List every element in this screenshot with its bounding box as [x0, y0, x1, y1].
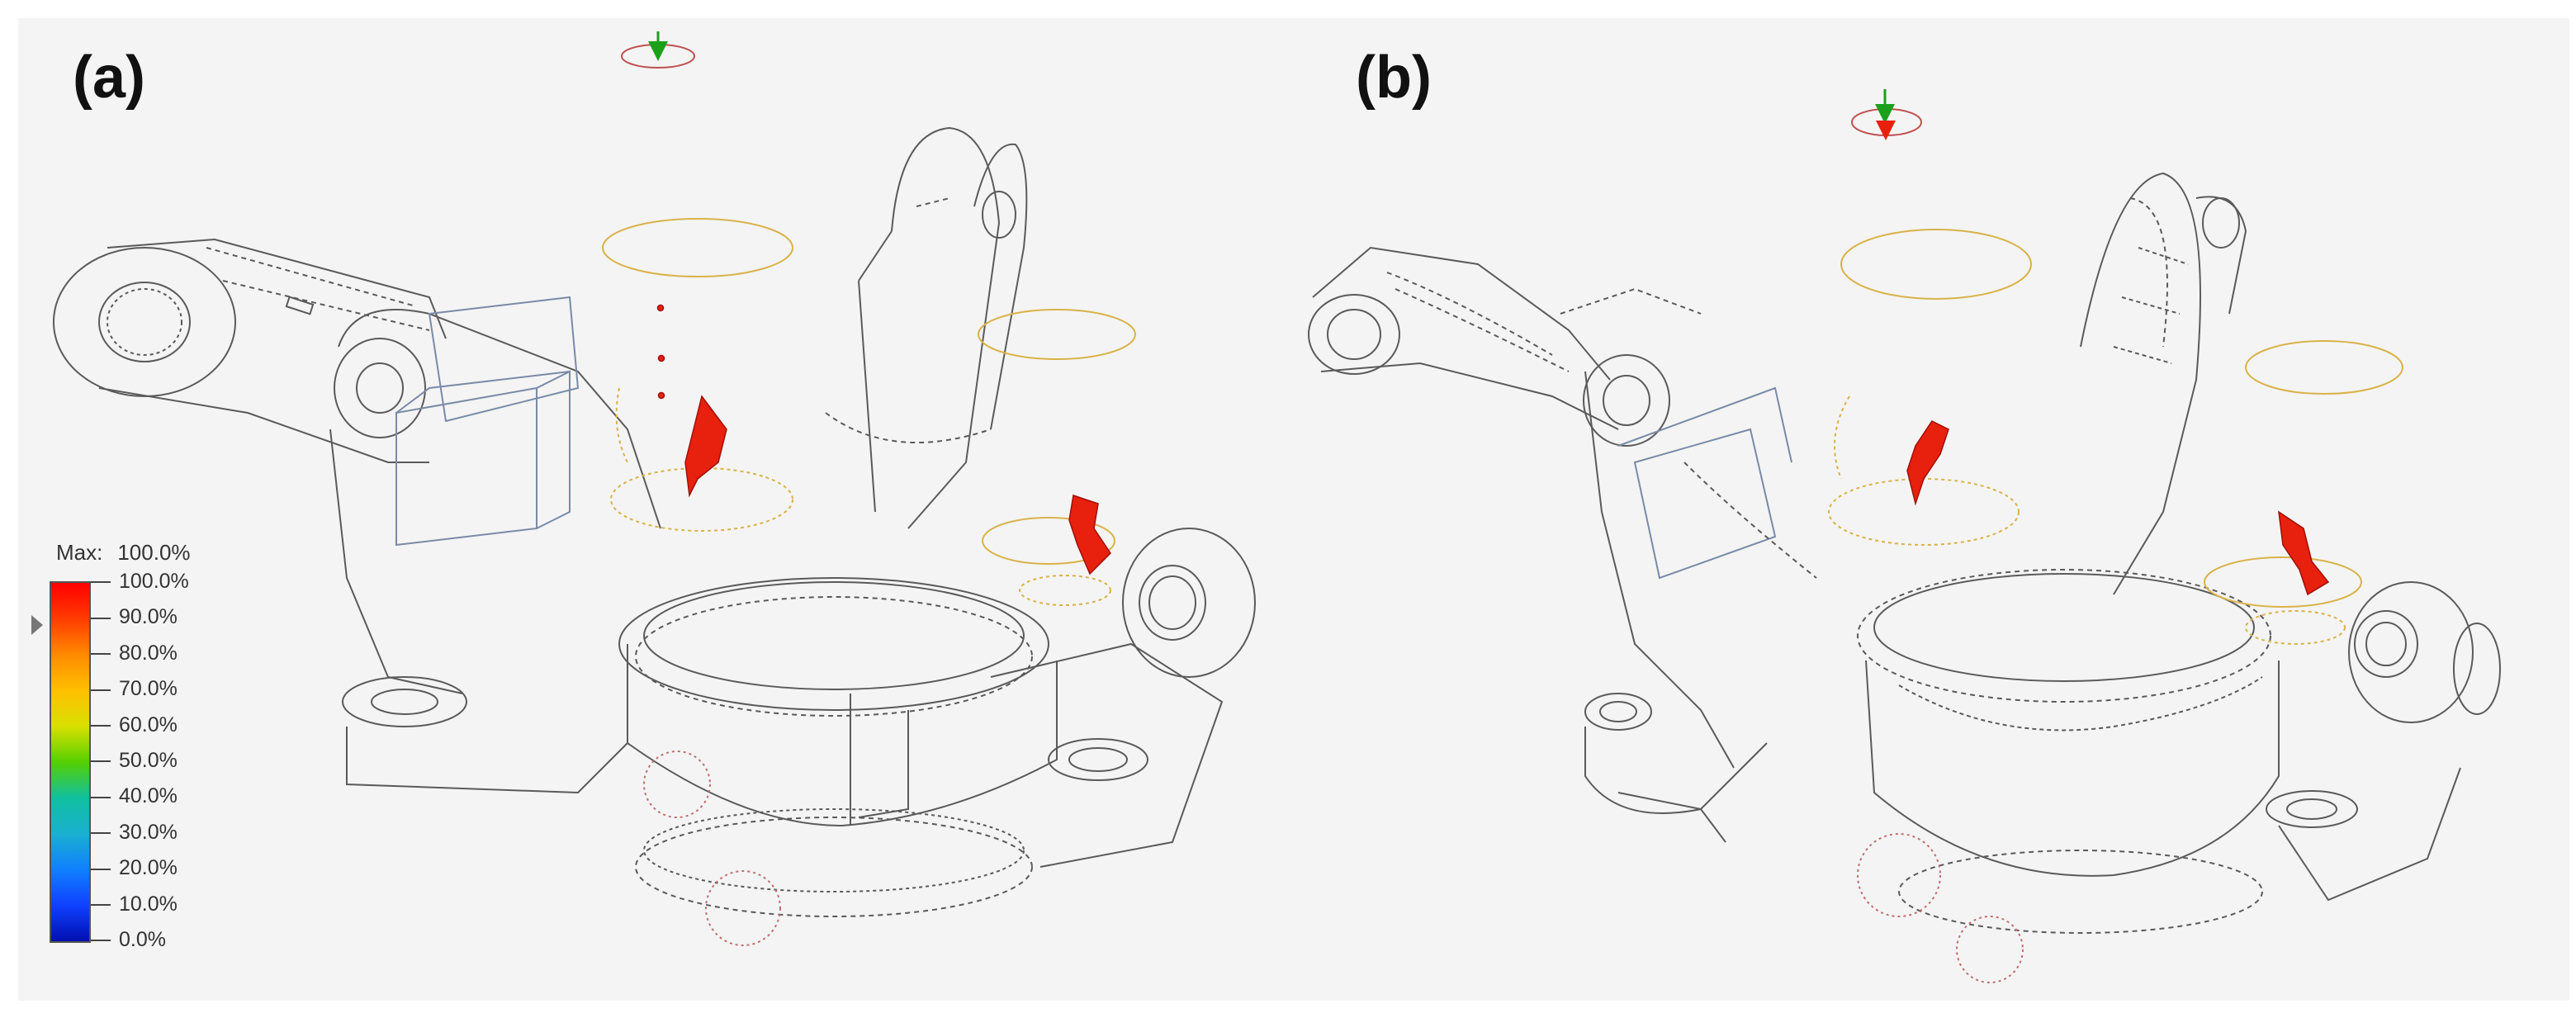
- panel-b-body: [1560, 287, 1817, 769]
- legend-tick: 80.0%: [91, 642, 178, 663]
- orientation-arrow-icon: [621, 31, 695, 69]
- legend-pointer-icon: [31, 615, 43, 636]
- legend-color-bar: [50, 581, 91, 943]
- panel-b-rings: [1828, 229, 2403, 645]
- legend-tick: 40.0%: [91, 786, 178, 807]
- panel-b-hotspot-1: [1906, 420, 1949, 506]
- panel-b-model: [1308, 172, 2501, 983]
- panel-a-rings: [602, 218, 1136, 606]
- panel-label-b: (b): [1356, 45, 1432, 111]
- panel-a-left-arm: [53, 238, 447, 463]
- panel-a-model: [53, 126, 1256, 946]
- panel-b-left-arm: [1308, 246, 1619, 430]
- legend-tick: 60.0%: [91, 714, 178, 735]
- legend-max-value: 100.0%: [117, 540, 191, 565]
- panel-a-upright: [825, 126, 1028, 529]
- panel-a-hotspot-2: [1068, 495, 1111, 575]
- panel-a-hotspots: [656, 304, 1111, 575]
- panel-a-body: [329, 296, 661, 694]
- panel-label-a: (a): [73, 45, 145, 111]
- legend-tick: 10.0%: [91, 893, 178, 914]
- panel-b-hub: [1857, 569, 2280, 934]
- panel-b-hotspots: [1906, 420, 2330, 596]
- panel-a-right-lug: [990, 528, 1256, 868]
- legend-tick: 50.0%: [91, 750, 178, 771]
- legend-tick: 70.0%: [91, 679, 178, 699]
- panel-a-hotspot-1: [684, 395, 727, 498]
- panel-b-upright: [2080, 172, 2247, 595]
- legend-tick: 0.0%: [91, 930, 166, 950]
- legend-tick: 20.0%: [91, 858, 178, 878]
- legend-max-label: Max:: [56, 540, 103, 565]
- panel-a-bottom-left-lug: [342, 676, 909, 826]
- legend-tick: 30.0%: [91, 822, 178, 842]
- panel-b-right-lug: [2266, 581, 2501, 902]
- panel-b-hotspot-2: [2278, 510, 2330, 596]
- legend-tick: 100.0%: [91, 571, 189, 592]
- color-legend: Max: 100.0% 100.0% 90.0% 80.0% 70.0% 60.0% 50.…: [31, 535, 239, 964]
- orientation-arrow-icon: [1851, 89, 1922, 140]
- legend-tick: 90.0%: [91, 607, 178, 627]
- panel-b-bottom-left-lug: [1584, 693, 1768, 843]
- panel-a-hub: [618, 577, 1058, 917]
- legend-max: Max: 100.0%: [56, 540, 206, 566]
